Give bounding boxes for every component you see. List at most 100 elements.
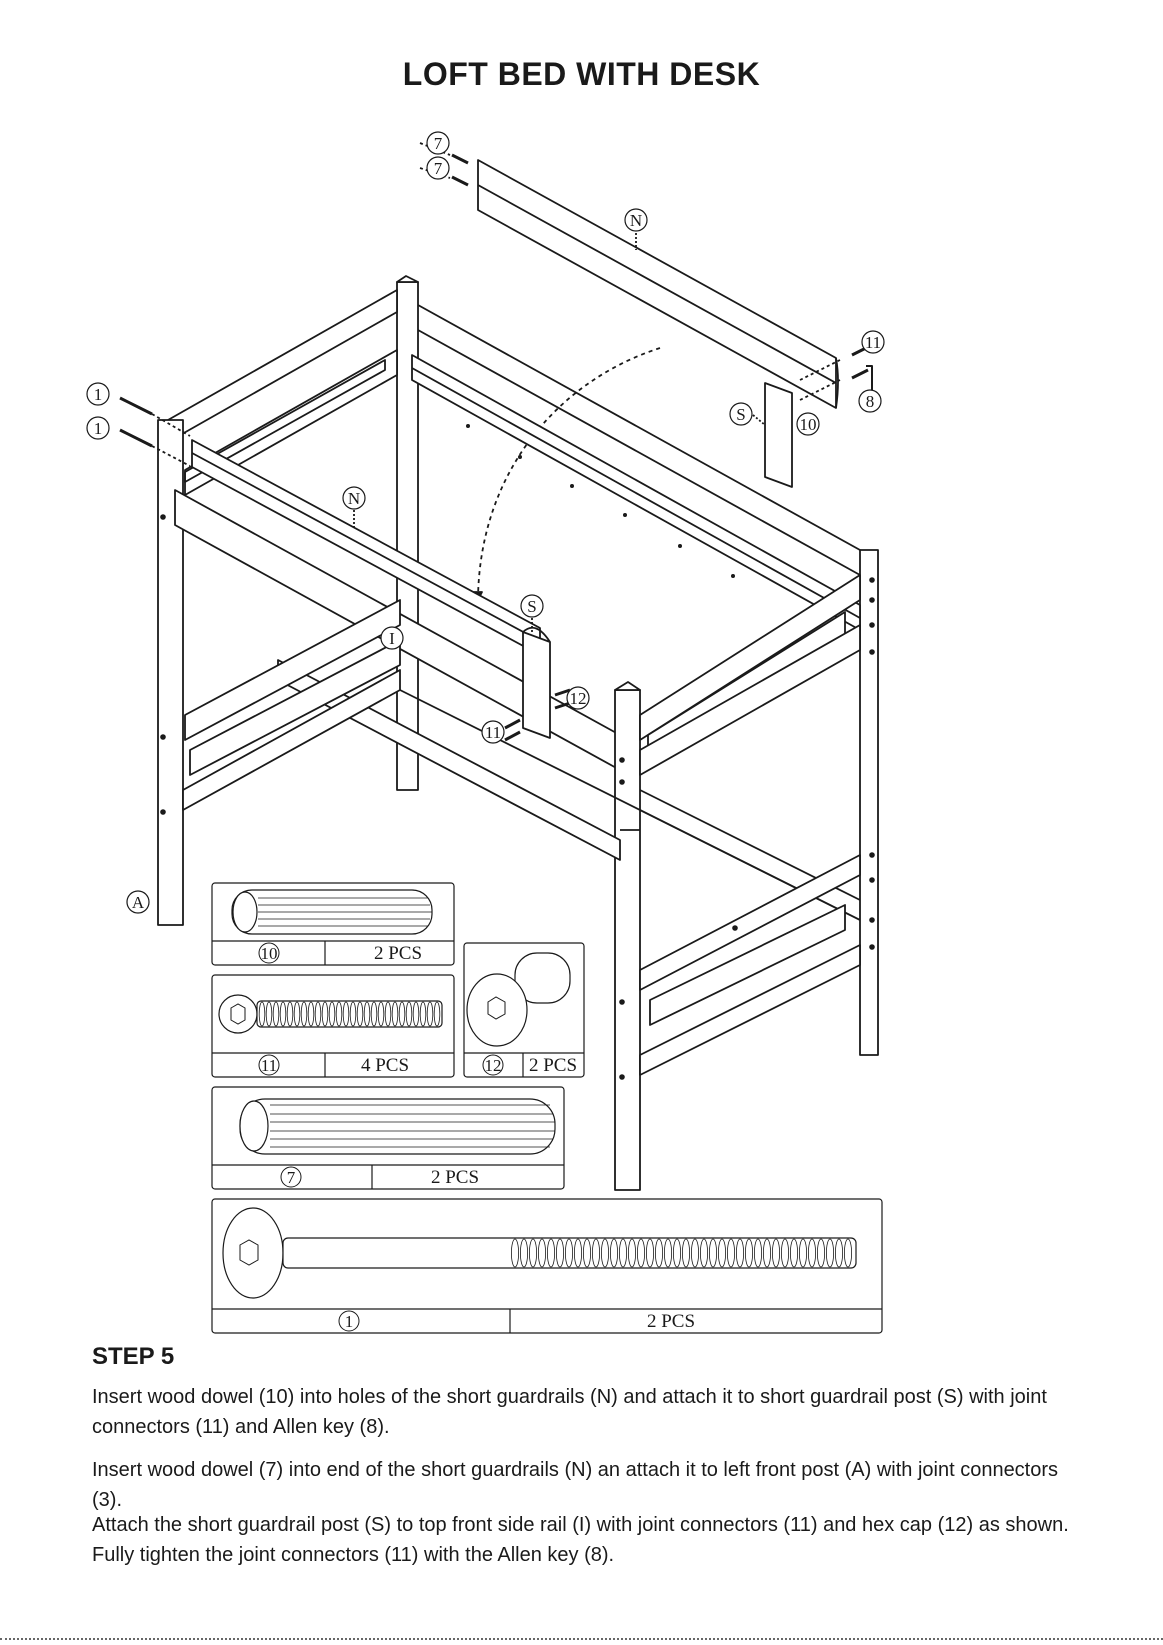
screw-thread xyxy=(601,1238,610,1268)
screw-thread xyxy=(258,1001,266,1027)
label-connector-11-right: 11 xyxy=(865,333,881,352)
part-12-id: 12 xyxy=(485,1056,502,1075)
screw-thread xyxy=(300,1001,308,1027)
screw-thread xyxy=(727,1238,736,1268)
page-bottom-border xyxy=(0,1638,1163,1640)
screw-thread xyxy=(426,1001,434,1027)
hex-cap-12-icon xyxy=(514,952,571,1004)
screw-thread xyxy=(391,1001,399,1027)
screw-thread xyxy=(664,1238,673,1268)
screw-thread xyxy=(799,1238,808,1268)
label-guardrail-n-top: N xyxy=(630,211,642,230)
screw-thread xyxy=(655,1238,664,1268)
screw-thread xyxy=(736,1238,745,1268)
screw-thread xyxy=(363,1001,371,1027)
screw-thread xyxy=(433,1001,441,1027)
instruction-paragraph-3: Attach the short guardrail post (S) to t… xyxy=(92,1514,1069,1566)
screw-thread xyxy=(405,1001,413,1027)
screw-thread xyxy=(619,1238,628,1268)
screw-thread xyxy=(592,1238,601,1268)
label-bolt-1a: 1 xyxy=(94,385,103,404)
part-1-qty: 2 PCS xyxy=(647,1311,695,1332)
instruction-paragraph-1: Insert wood dowel (10) into holes of the… xyxy=(92,1386,1047,1438)
screw-thread xyxy=(286,1001,294,1027)
screw-thread xyxy=(646,1238,655,1268)
label-post-s-front: S xyxy=(527,597,536,616)
screw-thread xyxy=(314,1001,322,1027)
screw-thread xyxy=(529,1238,538,1268)
screw-thread xyxy=(510,1238,519,1268)
label-dowel-10: 10 xyxy=(800,415,817,434)
screw-thread xyxy=(412,1001,420,1027)
screw-thread xyxy=(844,1238,853,1268)
screw-thread xyxy=(398,1001,406,1027)
screw-thread xyxy=(718,1238,727,1268)
screw-thread xyxy=(356,1001,364,1027)
screw-thread xyxy=(293,1001,301,1027)
screw-thread xyxy=(342,1001,350,1027)
label-allen-key-8: 8 xyxy=(866,392,875,411)
wood-dowel-7-icon xyxy=(239,1098,556,1155)
screw-thread xyxy=(682,1238,691,1268)
screw-thread xyxy=(628,1238,637,1268)
screw-thread xyxy=(772,1238,781,1268)
screw-thread xyxy=(279,1001,287,1027)
label-post-s-top: S xyxy=(736,405,745,424)
screw-thread xyxy=(307,1001,315,1027)
label-hex-cap-12: 12 xyxy=(570,689,587,708)
screw-thread xyxy=(520,1238,529,1268)
label-guardrail-n-front: N xyxy=(348,489,360,508)
screw-thread xyxy=(547,1238,556,1268)
page-title: LOFT BED WITH DESK xyxy=(402,56,761,92)
part-11-qty: 4 PCS xyxy=(361,1055,409,1076)
part-10-qty: 2 PCS xyxy=(374,943,422,964)
post-s-installed xyxy=(522,631,551,739)
part-10-id: 10 xyxy=(261,944,278,963)
screw-thread xyxy=(745,1238,754,1268)
screw-thread xyxy=(709,1238,718,1268)
screw-thread xyxy=(384,1001,392,1027)
screw-thread xyxy=(574,1238,583,1268)
screw-thread xyxy=(265,1001,273,1027)
label-bolt-1b: 1 xyxy=(94,419,103,438)
post-front-right xyxy=(614,689,641,1191)
part-7-id: 7 xyxy=(287,1168,296,1187)
post-back-right xyxy=(859,549,879,1056)
screw-thread xyxy=(826,1238,835,1268)
screw-thread xyxy=(610,1238,619,1268)
label-dowel-7b: 7 xyxy=(434,159,443,178)
step-title: STEP 5 xyxy=(92,1343,175,1370)
part-12-qty: 2 PCS xyxy=(529,1055,577,1076)
part-11-id: 11 xyxy=(261,1056,277,1075)
screw-thread xyxy=(370,1001,378,1027)
screw-thread xyxy=(700,1238,709,1268)
post-a xyxy=(157,419,184,926)
part-1-id: 1 xyxy=(345,1312,354,1331)
screw-thread xyxy=(673,1238,682,1268)
screw-thread xyxy=(583,1238,592,1268)
screw-thread xyxy=(835,1238,844,1268)
screw-thread xyxy=(272,1001,280,1027)
label-connector-11-front: 11 xyxy=(485,723,501,742)
screw-thread xyxy=(808,1238,817,1268)
screw-thread xyxy=(565,1238,574,1268)
part-7-qty: 2 PCS xyxy=(431,1167,479,1188)
screw-thread xyxy=(538,1238,547,1268)
screw-thread xyxy=(817,1238,826,1268)
screw-thread xyxy=(321,1001,329,1027)
screw-thread xyxy=(377,1001,385,1027)
post-s-loose xyxy=(764,382,793,488)
screw-thread xyxy=(349,1001,357,1027)
label-side-rail-i: I xyxy=(389,629,395,648)
screw-thread xyxy=(691,1238,700,1268)
screw-thread xyxy=(637,1238,646,1268)
instruction-paragraph-2: Insert wood dowel (7) into end of the sh… xyxy=(92,1459,1059,1511)
screw-thread xyxy=(419,1001,427,1027)
label-post-a: A xyxy=(132,893,145,912)
label-dowel-7a: 7 xyxy=(434,134,443,153)
screw-thread xyxy=(328,1001,336,1027)
screw-thread xyxy=(781,1238,790,1268)
screw-thread xyxy=(763,1238,772,1268)
screw-thread xyxy=(556,1238,565,1268)
